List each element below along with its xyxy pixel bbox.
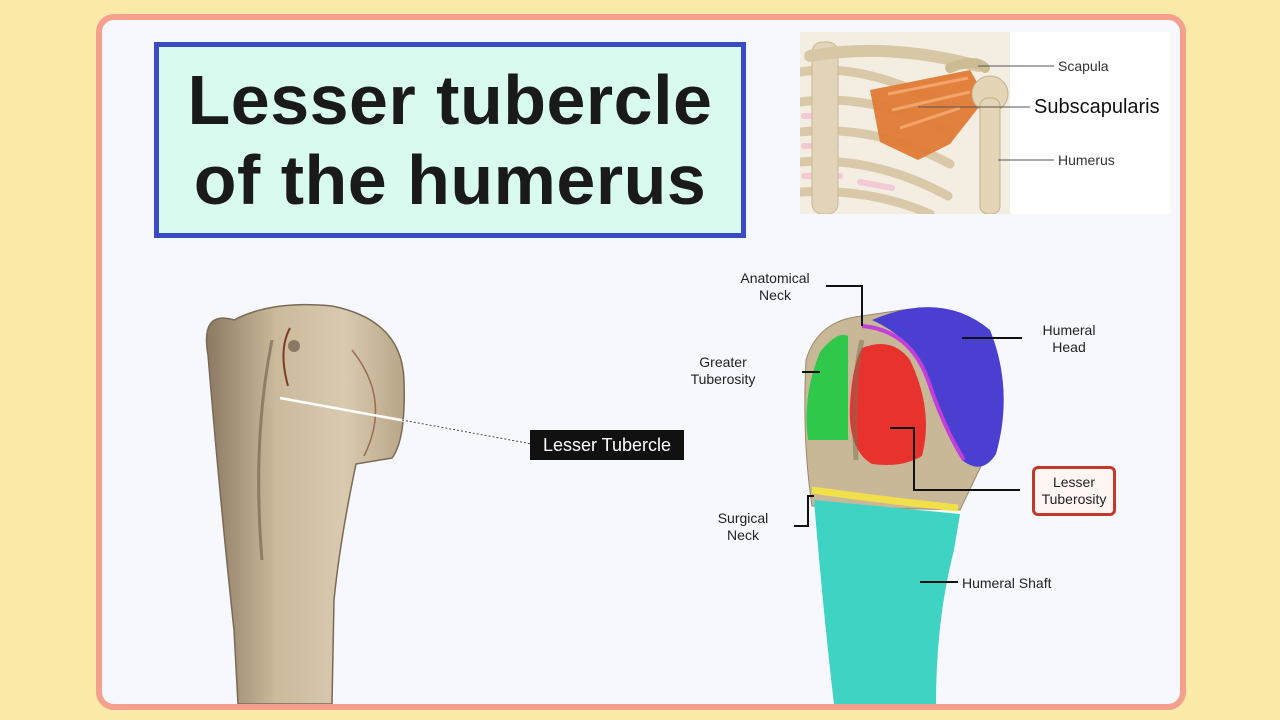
label-surgical-neck-line1: Surgical (717, 510, 769, 526)
inset-label-scapula: Scapula (1058, 58, 1109, 74)
title-line-1: Lesser tubercle (187, 61, 713, 139)
right-leader-lines (794, 285, 1022, 583)
left-humerus-bone (205, 303, 405, 704)
label-humeral-shaft: Humeral Shaft (962, 575, 1052, 591)
anatomical-neck-line (861, 324, 966, 462)
label-humeral-head: Humeral Head (1026, 322, 1112, 356)
label-anatomical-neck-line2: Neck (759, 287, 791, 303)
label-lesser-tuberosity-line1: Lesser (1052, 474, 1096, 490)
label-greater-tuberosity-line1: Greater (699, 354, 747, 370)
label-humeral-head-line1: Humeral (1042, 322, 1096, 338)
label-surgical-neck-line2: Neck (727, 527, 759, 543)
label-surgical-neck: Surgical Neck (700, 510, 786, 544)
label-anatomical-neck-line1: Anatomical (740, 270, 810, 286)
label-lesser-tuberosity: Lesser Tuberosity (1032, 466, 1116, 516)
label-humeral-head-line2: Head (1052, 339, 1086, 355)
greater-tuberosity-region (806, 334, 848, 440)
right-humerus-regions (804, 307, 1004, 704)
lesser-tuberosity-region (849, 344, 926, 465)
humeral-shaft-region (814, 500, 960, 704)
inset-label-humerus: Humerus (1058, 152, 1115, 168)
label-greater-tuberosity: Greater Tuberosity (680, 354, 766, 388)
lesser-tubercle-label: Lesser Tubercle (530, 430, 684, 460)
shoulder-skeleton-drawing (800, 32, 1054, 214)
inset-label-subscapularis: Subscapularis (1034, 96, 1160, 118)
humeral-head-region (872, 307, 1004, 467)
label-lesser-tuberosity-line2: Tuberosity (1041, 491, 1107, 507)
title-box: Lesser tubercle of the humerus (154, 42, 746, 238)
title-line-2: of the humerus (193, 141, 707, 219)
surgical-neck-line (811, 486, 959, 512)
humerus-diagrams (205, 285, 1022, 704)
slide-frame: Lesser tubercle of the humerus (96, 14, 1186, 710)
label-anatomical-neck: Anatomical Neck (732, 270, 818, 304)
label-greater-tuberosity-line2: Tuberosity (690, 371, 756, 387)
shoulder-inset-illustration: Scapula Subscapularis Humerus (800, 32, 1170, 214)
